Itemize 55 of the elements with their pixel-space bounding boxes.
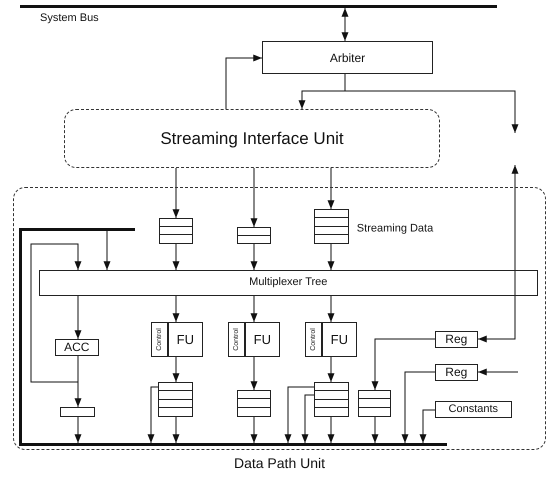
arrow	[284, 386, 314, 444]
arrow	[372, 338, 436, 390]
arrow	[478, 368, 518, 376]
arrow	[344, 74, 518, 134]
fifo-register	[236, 226, 271, 244]
register-box: Reg	[434, 330, 478, 348]
arrow	[250, 168, 258, 228]
arrow	[30, 244, 82, 382]
arrow	[328, 416, 334, 444]
fifo-register	[314, 382, 349, 417]
control-box	[228, 322, 245, 357]
arrow	[250, 244, 258, 270]
arrow	[148, 386, 158, 444]
control-box	[304, 322, 322, 357]
arrow	[302, 394, 314, 444]
arrow	[172, 296, 180, 322]
arrow	[250, 296, 258, 322]
constants-box: Constants	[434, 400, 512, 418]
register-box	[60, 406, 95, 417]
function-unit-box: FU	[244, 322, 280, 357]
arrow	[250, 356, 258, 390]
fifo-register	[158, 218, 193, 244]
arrow	[328, 244, 334, 270]
arrow	[342, 8, 348, 42]
arrow	[74, 356, 82, 408]
interface-unit-box: Streaming Interface Unit	[64, 109, 440, 168]
arrow	[172, 416, 180, 444]
arrow	[74, 416, 82, 444]
arrow	[226, 54, 262, 110]
arrow	[172, 168, 180, 218]
accumulator-box: ACC	[54, 338, 99, 356]
arrow	[172, 244, 180, 270]
arrow	[250, 416, 258, 444]
control-box	[150, 322, 168, 357]
arrow	[478, 164, 518, 342]
register-box: Reg	[434, 364, 478, 381]
fifo-caption: Streaming Data	[356, 222, 434, 235]
bus-label: System Bus	[40, 12, 99, 24]
arrow	[420, 410, 436, 444]
arrow	[172, 356, 180, 382]
process-box: Arbiter	[262, 41, 433, 74]
fifo-register	[358, 390, 391, 417]
unit-title: Data Path Unit	[232, 455, 326, 471]
fifo-register	[236, 390, 271, 417]
fifo-register	[158, 382, 193, 417]
arrow	[328, 168, 334, 210]
arrow	[328, 356, 334, 382]
arrow	[328, 296, 334, 322]
multiplexer-box: Multiplexer Tree	[38, 270, 538, 296]
arrow	[104, 230, 110, 270]
function-unit-box: FU	[322, 322, 357, 357]
arrow	[402, 372, 436, 444]
arrow	[74, 296, 82, 340]
arrow	[372, 416, 378, 444]
function-unit-box: FU	[168, 322, 203, 357]
